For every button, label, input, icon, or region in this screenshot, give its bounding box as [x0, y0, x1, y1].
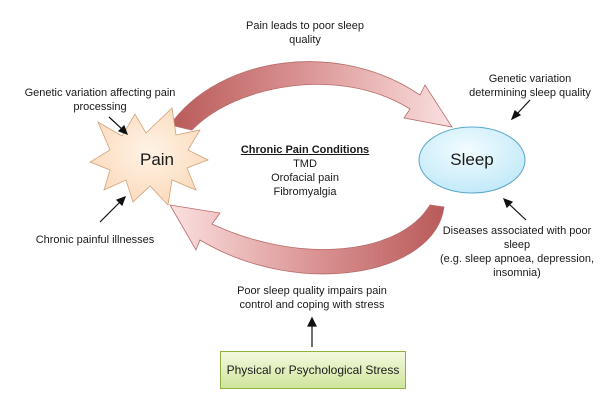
- bottom-arrow-label-line: Poor sleep quality impairs pain: [237, 285, 387, 297]
- top-cycle-arrow: [169, 61, 453, 131]
- stress-box: Physical or Psychological Stress: [220, 351, 406, 389]
- genetic-sleep-label-line: Genetic variation: [488, 73, 572, 85]
- center-condition-item: Fibromyalgia: [273, 186, 337, 198]
- diseases-sleep-label-line: Diseases associated with poor: [442, 225, 592, 237]
- pain-burst-shape: [89, 107, 209, 206]
- genetic-sleep-label: Genetic variation determining sleep qual…: [460, 72, 600, 100]
- bottom-arrow-label: Poor sleep quality impairs pain control …: [217, 284, 407, 312]
- diseases-sleep-label-line: (e.g. sleep apnoea, depression,: [439, 253, 595, 265]
- genetic-sleep-label-line: determining sleep quality: [469, 87, 591, 99]
- arrow-illness-to-pain: [99, 195, 127, 223]
- genetic-pain-label-line: processing: [73, 101, 127, 113]
- center-condition-item: Orofacial pain: [271, 172, 339, 184]
- arrow-disease-to-sleep: [502, 197, 527, 221]
- stress-box-label: Physical or Psychological Stress: [226, 363, 400, 377]
- center-conditions-title: Chronic Pain Conditions: [240, 144, 370, 156]
- sleep-ellipse-shape: [418, 126, 526, 194]
- bottom-cycle-arrow: [169, 204, 445, 275]
- diseases-sleep-label-line: insomnia): [493, 267, 541, 279]
- diseases-sleep-label-line: sleep: [503, 239, 531, 251]
- center-condition-item: TMD: [293, 158, 317, 170]
- top-arrow-label: Pain leads to poor sleep quality: [225, 19, 385, 47]
- top-arrow-label-line: quality: [289, 34, 321, 46]
- top-arrow-label-line: Pain leads to poor sleep: [245, 20, 365, 32]
- bottom-arrow-label-line: control and coping with stress: [239, 299, 385, 311]
- arrow-stress-up: [307, 316, 317, 347]
- sleep-node-label: Sleep: [450, 150, 494, 169]
- arrow-genetic-to-sleep: [510, 99, 531, 121]
- chronic-illness-label: Chronic painful illnesses: [35, 234, 155, 246]
- center-conditions-block: Chronic Pain Conditions TMD Orofacial pa…: [230, 143, 380, 199]
- genetic-pain-label-line: Genetic variation affecting pain: [24, 87, 176, 99]
- arrow-genetic-to-pain: [108, 116, 129, 136]
- genetic-pain-label: Genetic variation affecting pain process…: [5, 86, 195, 114]
- pain-node-label: Pain: [139, 150, 175, 169]
- diseases-sleep-label: Diseases associated with poor sleep (e.g…: [432, 224, 602, 280]
